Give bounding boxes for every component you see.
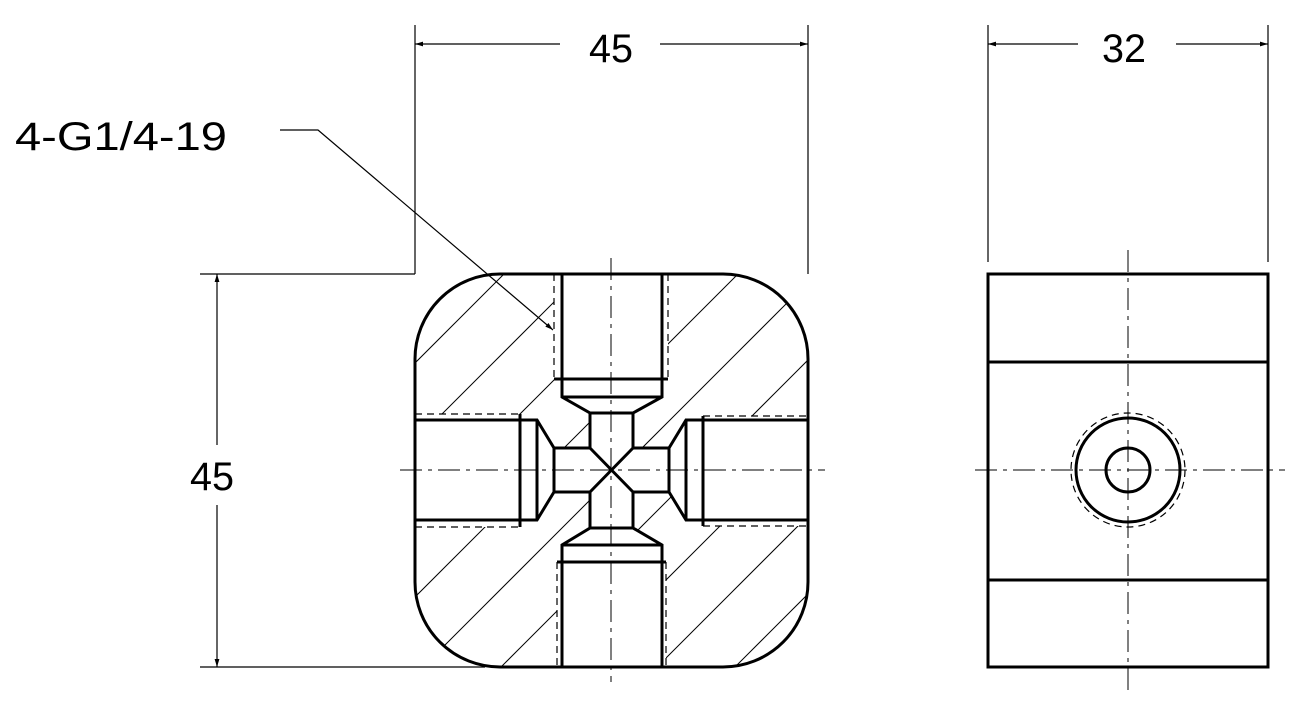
- top-port: [553, 274, 669, 448]
- width-dimension: 45: [414, 25, 809, 274]
- thread-callout-label: 4-G1/4-19: [15, 115, 227, 159]
- side-width-dimension-label: 32: [1102, 27, 1146, 71]
- hatch-line: [701, 274, 808, 667]
- width-dimension-label: 45: [589, 27, 633, 71]
- side-width-dimension: 32: [987, 25, 1269, 262]
- thread-callout: 4-G1/4-19: [15, 115, 554, 331]
- height-dimension: 45: [190, 273, 485, 668]
- height-dimension-label: 45: [190, 455, 234, 499]
- hatch-line: [623, 274, 808, 667]
- hatch-line: [779, 274, 808, 667]
- left-port: [415, 413, 590, 528]
- side-view: [975, 250, 1285, 690]
- hatch-line: [415, 274, 779, 667]
- hatch-line: [415, 274, 808, 667]
- hatch-line: [415, 274, 808, 667]
